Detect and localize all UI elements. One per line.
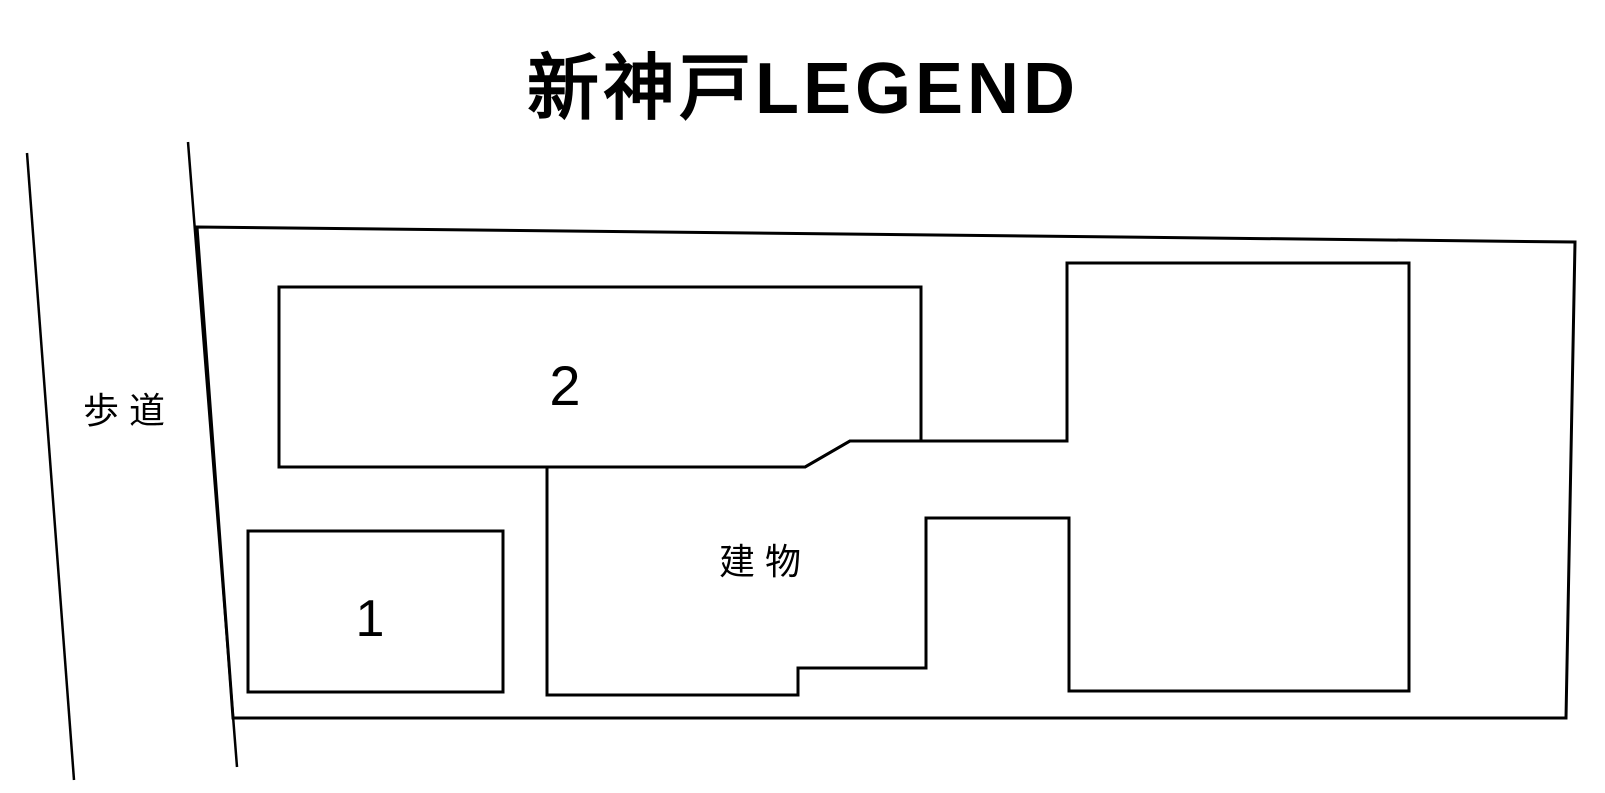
sidewalk-label: 歩 道 [83, 390, 165, 431]
building-label: 建 物 [719, 541, 801, 582]
sidewalk-outer-line [25, 152, 76, 781]
parking-space-2-label: 2 [549, 354, 580, 417]
site-boundary [195, 225, 1577, 720]
parking-space-2-outline [277, 285, 923, 469]
parking-space-1-label: 1 [356, 590, 385, 648]
page-title: 新神戸LEGEND [527, 49, 1079, 129]
parking-space-1-outline [246, 529, 505, 694]
